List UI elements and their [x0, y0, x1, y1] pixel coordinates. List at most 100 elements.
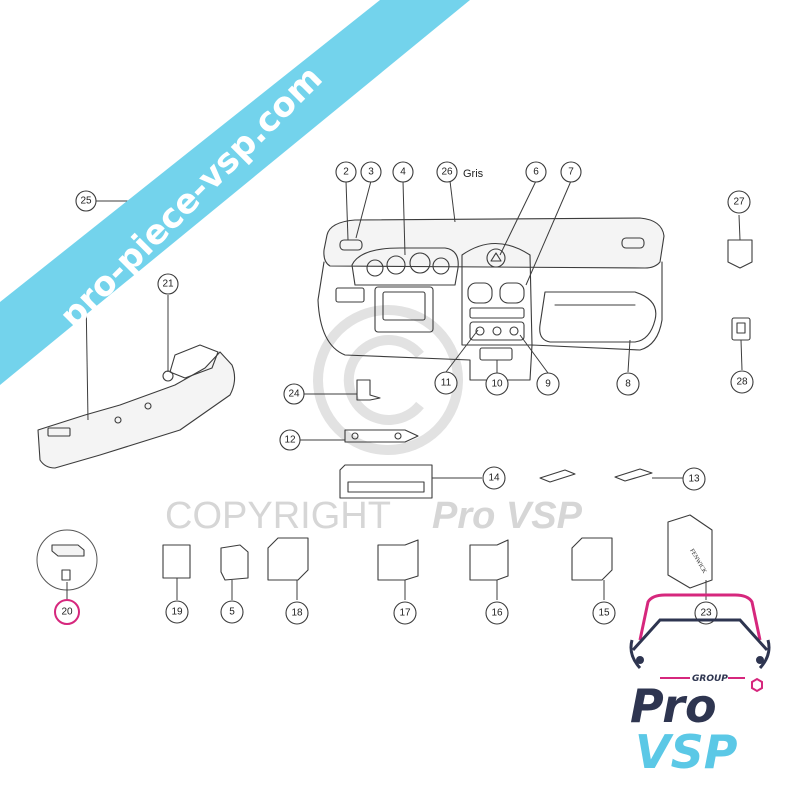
part-20-switch: [61, 569, 71, 581]
callout-3[interactable]: 3: [360, 161, 382, 183]
svg-text:28: 28: [736, 377, 748, 388]
logo-headlight-right: [756, 656, 764, 664]
leader-28: [740, 339, 743, 371]
leader-27: [738, 214, 741, 241]
leader-8: [627, 339, 631, 373]
leader-2: [345, 180, 349, 241]
ashtray: [479, 347, 513, 361]
gauge-1: [366, 259, 384, 277]
armrest-body: [37, 351, 236, 469]
relay-15: [571, 537, 613, 581]
callout-19[interactable]: 19: [165, 600, 189, 624]
svg-text:15: 15: [598, 608, 610, 619]
logo-car-right: [758, 639, 771, 670]
logo-vsp: VSP: [635, 725, 738, 779]
svg-text:19: 19: [171, 607, 183, 618]
part-20-block: [51, 544, 85, 557]
callout-7[interactable]: 7: [560, 161, 582, 183]
callout-15[interactable]: 15: [592, 601, 616, 625]
callout-8[interactable]: 8: [616, 372, 640, 396]
leader-11: [445, 329, 479, 373]
color-note: Gris: [463, 168, 484, 180]
provsp-logo[interactable]: GROUP Pro VSP: [629, 593, 771, 779]
callout-6[interactable]: 6: [525, 161, 547, 183]
callout-11[interactable]: 11: [434, 371, 458, 395]
hazard-triangle-icon: [490, 252, 502, 262]
instrument-screen: [382, 291, 426, 321]
svg-text:26: 26: [441, 167, 453, 178]
copyright-watermark: COPYRIGHT Pro VSP: [165, 305, 583, 537]
svg-text:11: 11: [441, 378, 452, 389]
logo-pro: Pro: [630, 679, 717, 733]
center-vent-right: [499, 282, 525, 304]
logo-car-roof: [638, 593, 762, 641]
logo-hex-icon: [751, 677, 763, 693]
callout-27[interactable]: 27: [727, 190, 751, 214]
armrest-mount-point: [162, 370, 174, 382]
leader-22: [85, 294, 89, 421]
svg-text:14: 14: [488, 473, 500, 484]
clip-28-inner: [736, 322, 746, 334]
callout-16[interactable]: 16: [485, 601, 509, 625]
callout-10[interactable]: 10: [485, 372, 509, 396]
gauge-4: [432, 257, 450, 275]
logo-car-windshield: [631, 618, 769, 652]
dashboard-lower-body: [317, 261, 663, 381]
heater-knob-left: [475, 326, 485, 336]
bar-12-hole-1: [351, 432, 359, 440]
callout-21[interactable]: 21: [157, 273, 179, 295]
clips-13: [539, 468, 653, 483]
clip-13-a: [539, 469, 576, 483]
svg-text:2: 2: [343, 167, 349, 178]
heater-knob-right: [509, 326, 519, 336]
banner-stripe: [0, 0, 470, 385]
leader-4: [402, 180, 406, 256]
heater-knob-center: [492, 326, 502, 336]
callout-24[interactable]: 24: [283, 383, 305, 405]
svg-text:8: 8: [625, 379, 631, 390]
svg-text:27: 27: [733, 197, 745, 208]
callout-28[interactable]: 28: [730, 370, 754, 394]
copyright-circle-icon: [313, 305, 463, 455]
svg-text:23: 23: [700, 608, 712, 619]
module-14: [339, 464, 433, 499]
clip-27: [727, 239, 753, 269]
callout-18[interactable]: 18: [285, 601, 309, 625]
clip-28: [731, 317, 751, 341]
armrest-screw-2: [114, 416, 122, 424]
svg-text:13: 13: [688, 474, 700, 485]
box-23-label: FENWICK: [688, 548, 707, 575]
module-14-connector-row: [347, 481, 425, 493]
leader-26: [449, 180, 456, 223]
callout-14[interactable]: 14: [482, 466, 506, 490]
callout-26[interactable]: 26: [436, 161, 458, 183]
relay-19: [162, 544, 191, 579]
callouts: 2 3 4 26 Gris 6 7 25 22 21 27 24 11 10 9…: [54, 161, 754, 625]
left-switch-panel: [335, 287, 365, 303]
relay-15-body: [571, 537, 613, 581]
copyright-text: COPYRIGHT: [165, 495, 391, 537]
part-20-inset: [36, 529, 98, 591]
center-vent-left: [467, 282, 493, 304]
callout-4[interactable]: 4: [392, 161, 414, 183]
relay-17-body: [377, 539, 419, 581]
gauge-2: [386, 255, 406, 275]
relay-16-body: [469, 539, 509, 581]
callout-20[interactable]: 20: [54, 599, 80, 625]
callout-5[interactable]: 5: [220, 600, 244, 624]
callout-13[interactable]: 13: [682, 467, 706, 491]
callout-2[interactable]: 2: [335, 161, 357, 183]
box-23: FENWICK: [667, 514, 713, 589]
bracket-24: [356, 379, 381, 401]
logo-headlight-left: [636, 656, 644, 664]
callout-17[interactable]: 17: [393, 601, 417, 625]
callout-25[interactable]: 25: [75, 190, 97, 212]
callout-12[interactable]: 12: [279, 429, 301, 451]
relay-19-body: [162, 544, 191, 579]
leader-lines: [66, 180, 743, 600]
leader-6: [499, 180, 537, 256]
right-vent-grille: [621, 237, 645, 249]
callout-9[interactable]: 9: [536, 372, 560, 396]
svg-text:17: 17: [399, 608, 411, 619]
